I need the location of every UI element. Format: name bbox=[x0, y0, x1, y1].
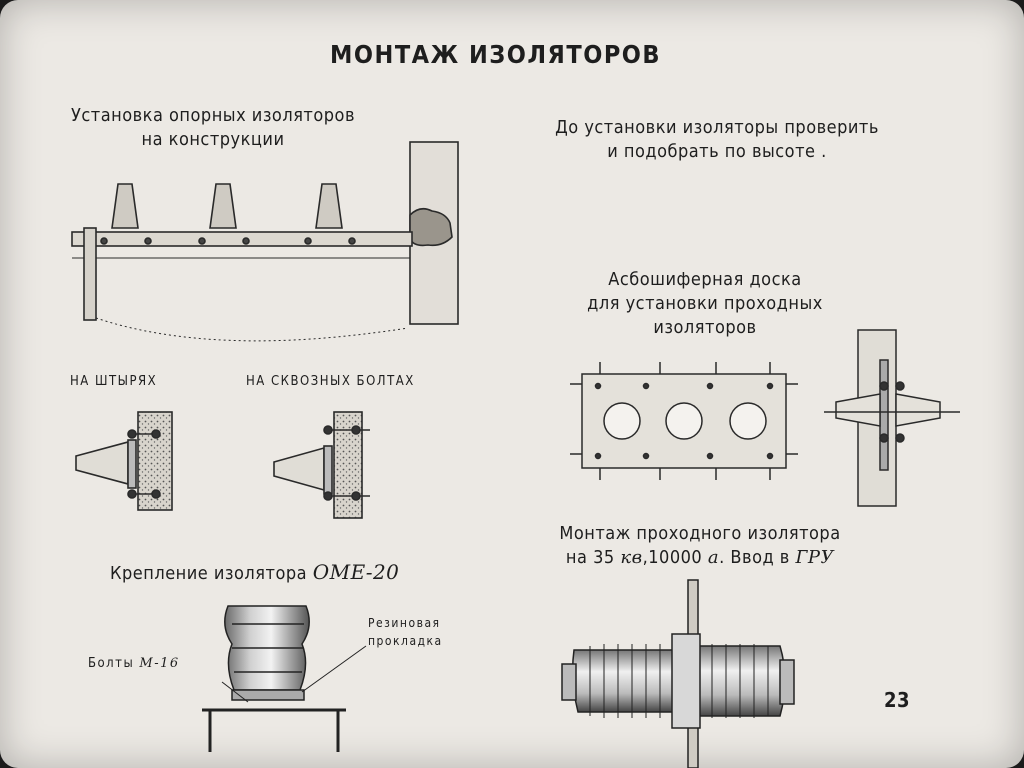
page-number: 23 bbox=[884, 688, 911, 712]
check-note-line2: и подобрать по высоте . bbox=[607, 141, 827, 162]
asbestos-board-line2: для установки проходных bbox=[587, 293, 823, 314]
support-heading: Установка опорных изоляторов на конструк… bbox=[38, 104, 388, 152]
board-side-view-drawing bbox=[824, 329, 960, 507]
bolts-size: М-16 bbox=[139, 656, 180, 671]
bushing-unit-a: а bbox=[707, 547, 720, 568]
bushing-unit-kv: кв bbox=[620, 547, 643, 568]
bushing-prefix: на 35 bbox=[565, 547, 615, 568]
bushing-insulator-drawing bbox=[561, 579, 795, 768]
bushing-current: ,10000 bbox=[642, 547, 703, 568]
support-heading-line2: на конструкции bbox=[141, 129, 285, 150]
gasket-label-line1: Резиновая bbox=[368, 616, 441, 630]
bushing-install-line1: Монтаж проходного изолятора bbox=[559, 523, 841, 544]
support-insulators-drawing bbox=[71, 141, 459, 342]
bushing-install-heading: Монтаж проходного изолятора на 35 кв,100… bbox=[530, 522, 870, 570]
through-bolt-mounting-drawing bbox=[273, 411, 370, 519]
bolts-label-text: Болты bbox=[88, 656, 135, 671]
bushing-gru: ГРУ bbox=[795, 547, 835, 568]
check-note-line1: До установки изоляторы проверить bbox=[555, 117, 879, 138]
asbestos-board-line3: изоляторов bbox=[653, 317, 757, 338]
slide-title: МОНТАЖ ИЗОЛЯТОРОВ bbox=[330, 40, 662, 69]
ome20-fastening-drawing bbox=[202, 605, 367, 752]
bushing-install-line2: на 35 кв,10000 а. Ввод в ГРУ bbox=[530, 546, 870, 570]
asbestos-board-heading: Асбошиферная доска для установки проходн… bbox=[550, 268, 860, 340]
support-heading-line1: Установка опорных изоляторов bbox=[71, 105, 355, 126]
bolts-label: Болты М-16 bbox=[88, 656, 180, 671]
fastening-text: Крепление изолятора bbox=[110, 563, 308, 584]
gasket-label: Резиновая прокладка bbox=[368, 614, 443, 650]
asbestos-board-drawing bbox=[570, 362, 798, 480]
fastening-model: ОМЕ-20 bbox=[312, 560, 400, 584]
gasket-label-line2: прокладка bbox=[368, 634, 443, 648]
bushing-entry: . Ввод в bbox=[719, 547, 790, 568]
asbestos-board-line1: Асбошиферная доска bbox=[608, 269, 802, 290]
pins-label: НА ШТЫРЯХ bbox=[70, 374, 158, 389]
through-bolts-label: НА СКВОЗНЫХ БОЛТАХ bbox=[246, 374, 415, 389]
check-note: До установки изоляторы проверить и подоб… bbox=[512, 116, 922, 164]
fastening-caption: Крепление изолятора ОМЕ-20 bbox=[110, 560, 399, 586]
pin-mounting-drawing bbox=[75, 411, 173, 511]
